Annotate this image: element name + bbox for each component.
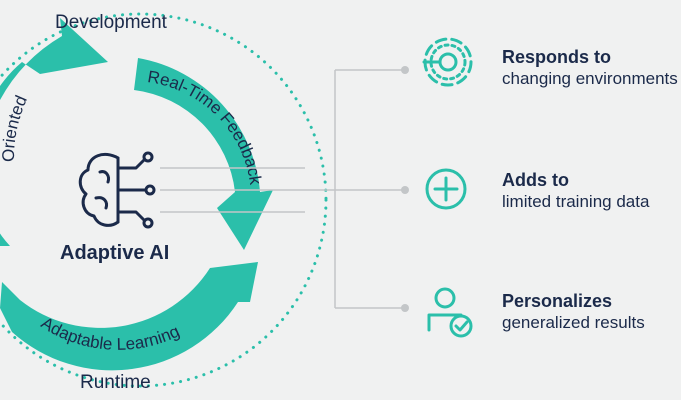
brain-circuit-icon xyxy=(78,151,156,229)
center-title: Adaptive AI xyxy=(60,242,170,264)
arrow-feedback-to-learning xyxy=(0,262,258,371)
feature-title: Responds to xyxy=(502,47,612,67)
feature-description: generalized results xyxy=(502,313,645,332)
cycle-arrows xyxy=(0,18,273,371)
arrow-label-left: Oriented xyxy=(0,93,31,162)
feature-description: changing environments xyxy=(502,69,678,88)
svg-text:Oriented: Oriented xyxy=(0,93,31,162)
phase-label-runtime: Runtime xyxy=(80,372,151,393)
connector-lines xyxy=(160,69,405,309)
phase-label-development: Development xyxy=(55,12,167,33)
feature-title: Personalizes xyxy=(502,291,613,311)
feature-title: Adds to xyxy=(502,170,569,190)
arrow-development-to-feedback xyxy=(134,58,273,250)
feature-description: limited training data xyxy=(502,192,650,211)
arrow-learning-to-development xyxy=(0,18,108,246)
plus-circle-icon xyxy=(425,168,467,210)
target-radar-icon xyxy=(422,37,473,87)
feature-item: Personalizes generalized results xyxy=(502,290,645,334)
connector-dots xyxy=(401,66,409,312)
feature-item: Adds to limited training data xyxy=(502,169,649,213)
outer-dotted-ring xyxy=(0,12,328,388)
feature-item: Responds to changing environments xyxy=(502,46,678,90)
user-check-icon xyxy=(427,287,473,338)
